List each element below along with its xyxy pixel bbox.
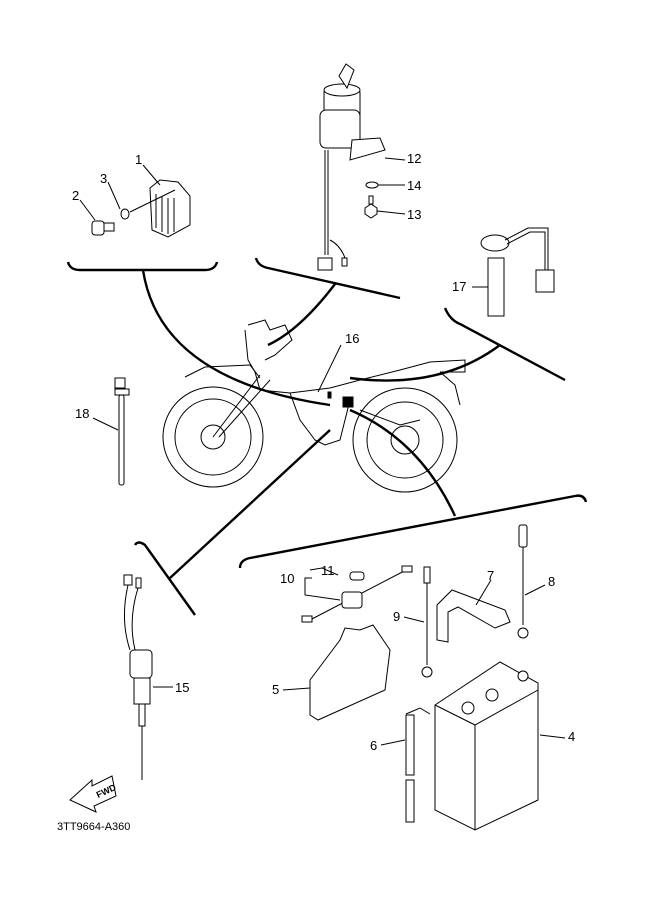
leader-arc-battery [349, 408, 457, 517]
callout-11: 11 [321, 563, 335, 578]
group-bracket-rectifier [66, 261, 219, 272]
group-bracket-neutral-switch [133, 541, 196, 616]
part-10-fuse-holder [301, 565, 413, 623]
motorcycle-outline [162, 319, 466, 493]
part-18-cable-tie [114, 377, 130, 486]
callout-17: 17 [452, 279, 466, 294]
callout-2: 2 [72, 188, 79, 203]
diagram-code: 3TT9664-A360 [57, 821, 130, 833]
part-4-battery [434, 661, 539, 831]
part-11-fuse [349, 571, 365, 581]
part-15-neutral-switch [123, 574, 153, 780]
leader-line-neutral [169, 429, 331, 579]
callouts: 1 2 3 4 5 6 7 8 9 10 11 12 13 14 15 16 1… [72, 151, 575, 753]
callout-12: 12 [407, 151, 421, 166]
fwd-arrow-icon: FWD [69, 775, 118, 813]
part-8-battery-lead [517, 524, 529, 639]
callout-5: 5 [272, 682, 279, 697]
part-14-washer [365, 181, 379, 189]
callout-16: 16 [345, 331, 359, 346]
group-bracket-main-switch [254, 257, 401, 300]
part-1-rectifier [149, 179, 191, 238]
group-bracket-battery [238, 494, 588, 569]
part-9-battery-lead [421, 566, 433, 678]
part-5-battery-holder [309, 624, 391, 721]
group-bracket-oil-gauge [443, 307, 566, 382]
callout-1: 1 [135, 152, 142, 167]
callout-9: 9 [393, 609, 400, 624]
callout-8: 8 [548, 574, 555, 589]
leader-arc-oil-gauge [349, 344, 501, 382]
callout-13: 13 [407, 207, 421, 222]
leader-arc-main-switch [267, 283, 336, 347]
callout-18: 18 [75, 406, 89, 421]
callout-6: 6 [370, 738, 377, 753]
callout-14: 14 [407, 178, 421, 193]
callout-10: 10 [280, 571, 294, 586]
part-17-oil-gauge [480, 227, 555, 317]
leader-arc-rectifier [141, 269, 331, 407]
part-12-main-switch [317, 63, 386, 271]
part-7-battery-band [436, 589, 511, 643]
part-6-breather-pipe [405, 707, 431, 823]
part-13-bolt [364, 195, 378, 219]
callout-3: 3 [100, 171, 107, 186]
callout-7: 7 [487, 568, 494, 583]
callout-15: 15 [175, 680, 189, 695]
callout-4: 4 [568, 729, 575, 744]
part-3-washer [120, 189, 176, 220]
callout-leaders [79, 157, 566, 746]
part-2-bolt [91, 220, 115, 236]
